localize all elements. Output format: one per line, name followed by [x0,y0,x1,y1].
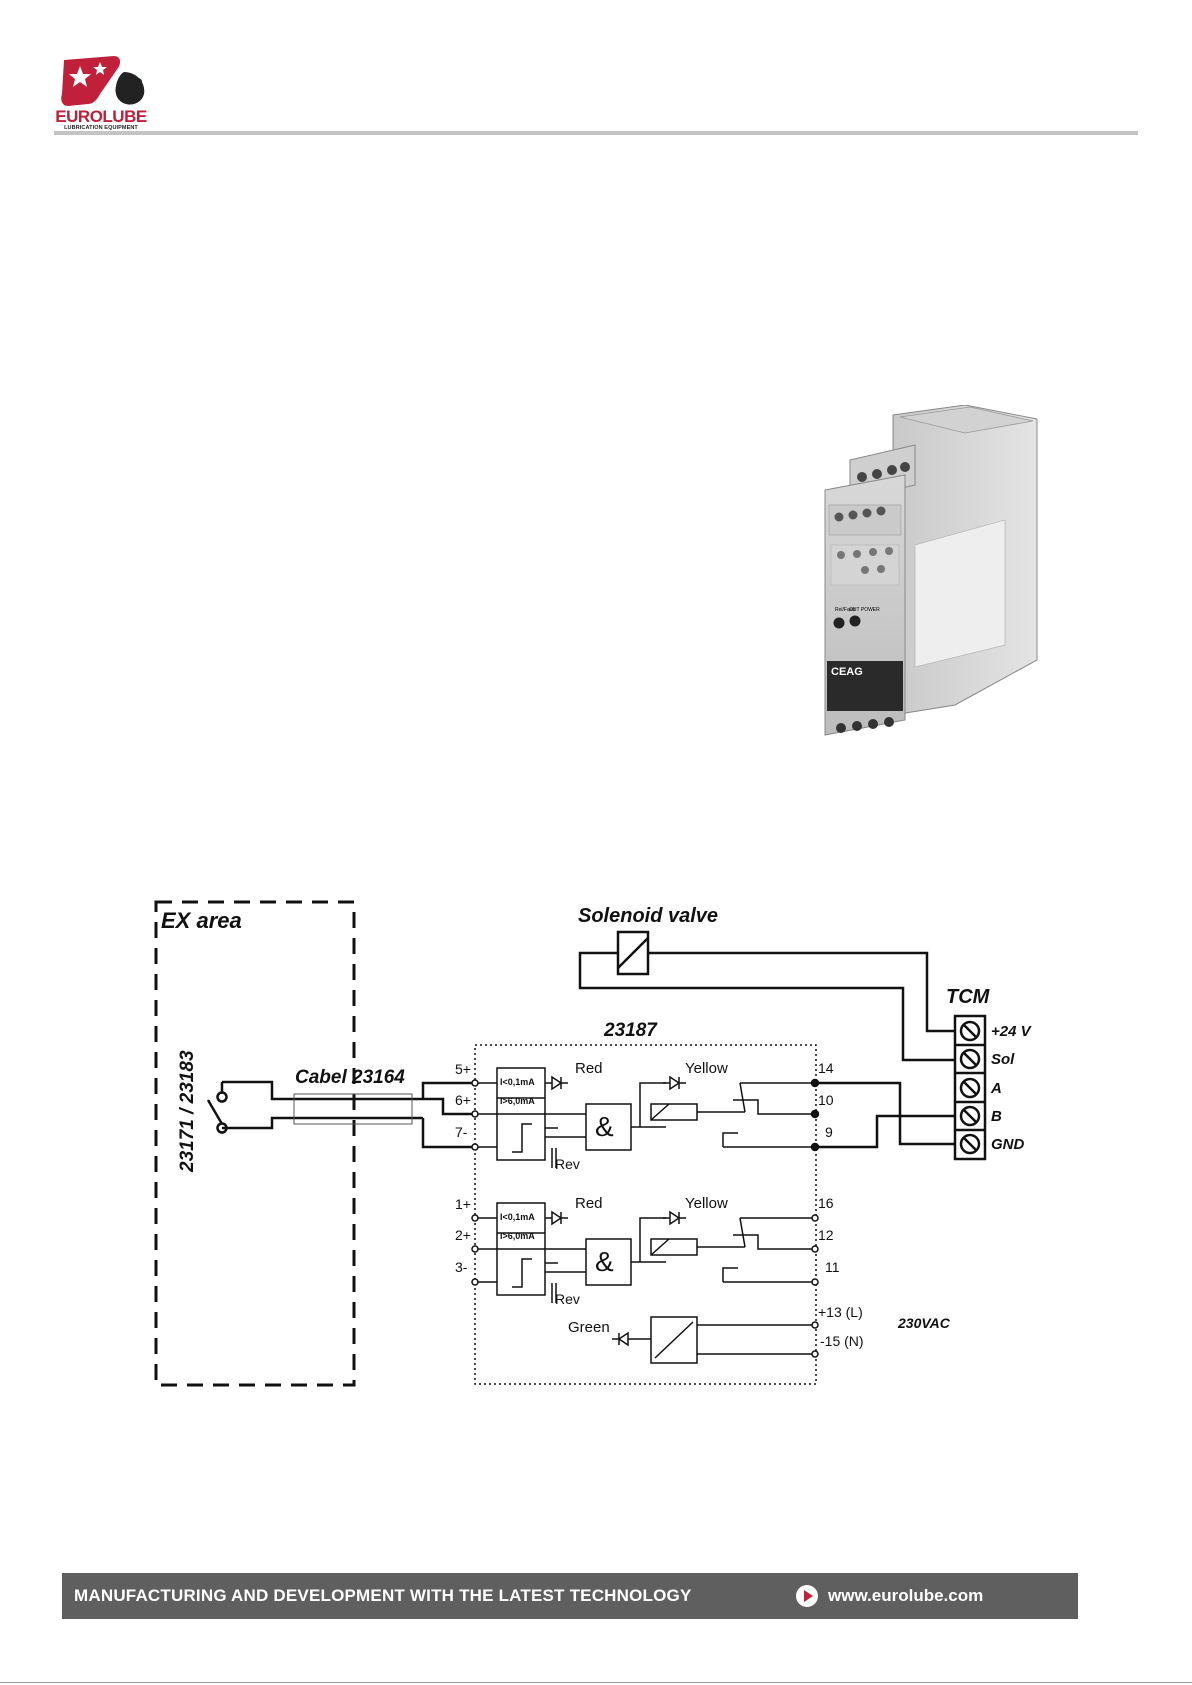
ch1-yellow-led: Yellow [685,1060,728,1077]
ch1-and-gate: & [595,1111,614,1142]
limit-switch [206,1080,330,1134]
solenoid-label: Solenoid valve [578,905,718,927]
power-terminal-l: +13 (L) [818,1304,863,1320]
ceag-brand: CEAG [831,666,863,678]
brand-name: EUROLUBE [55,107,147,126]
ch1-output-10: 10 [818,1092,834,1108]
tcm-terminal-24v: +24 V [991,1023,1033,1040]
power-supply: Green +13 (L) -15 (N) 230VAC [568,1304,951,1364]
ch2-input-3: 3- [455,1259,468,1275]
header-divider [54,131,1138,135]
ch2-input-2: 2+ [455,1227,471,1243]
tcm-terminal-gnd: GND [991,1136,1025,1153]
tcm-label: TCM [946,986,991,1008]
page-bottom-rule [0,1682,1192,1683]
tcm-terminal-sol: Sol [991,1051,1015,1068]
tcm-terminal-b: B [991,1108,1002,1125]
ch1-output-14: 14 [818,1060,834,1076]
switch-part-label: 23171 / 23183 [177,1050,198,1173]
led-label-power: OUT POWER [849,607,880,613]
power-terminal-n: -15 (N) [820,1333,864,1349]
ch2-output-16: 16 [818,1195,834,1211]
isolator-module-photo: Rel/Fault OUT POWER CEAG [824,405,1038,736]
green-led: Green [568,1319,610,1336]
ch1-threshold-low: I<0,1mA [500,1077,535,1087]
supply-voltage: 230VAC [897,1315,951,1331]
ex-area-label: EX area [161,908,242,933]
ch2-input-1: 1+ [455,1196,471,1212]
ch2-rev: Rev [555,1291,580,1307]
website-link[interactable]: www.eurolube.com [828,1586,984,1605]
brand-tagline: LUBRICATION EQUIPMENT [64,125,138,131]
ch2-threshold-low: I<0,1mA [500,1212,535,1222]
play-arrow-icon [796,1585,818,1607]
channel-2: 1+ 2+ 3- [455,1195,840,1307]
ch1-threshold-high: I>6,0mA [500,1096,535,1106]
ch1-rev: Rev [555,1156,580,1172]
ch1-input-7: 7- [455,1124,468,1140]
ch2-red-led: Red [575,1195,603,1212]
tcm-terminal-block [953,1014,987,1161]
ch1-output-9: 9 [825,1124,833,1140]
eurolube-logo [61,56,145,106]
footer-slogan: MANUFACTURING AND DEVELOPMENT WITH THE L… [74,1586,692,1605]
cable-label: Cabel 23164 [295,1067,405,1088]
led-label-fault: Rel/Fault [835,607,856,613]
cable-23164 [293,1081,472,1149]
solenoid-valve [578,930,955,1062]
ch2-output-11: 11 [825,1259,840,1275]
ch2-and-gate: & [595,1246,614,1277]
ch2-output-12: 12 [818,1227,834,1243]
footer-banner: MANUFACTURING AND DEVELOPMENT WITH THE L… [62,1573,1078,1619]
ch1-red-led: Red [575,1060,603,1077]
tcm-terminal-a: A [990,1080,1002,1097]
ch1-to-tcm-wiring [810,1078,955,1152]
channel-1: 5+ 6+ 7- [455,1060,834,1172]
ch2-threshold-high: I>6,0mA [500,1231,535,1241]
ex-area-boundary [154,900,356,1387]
ch2-yellow-led: Yellow [685,1195,728,1212]
module-label: 23187 [603,1020,658,1041]
ch1-input-6: 6+ [455,1092,471,1108]
ch1-input-5: 5+ [455,1061,471,1077]
